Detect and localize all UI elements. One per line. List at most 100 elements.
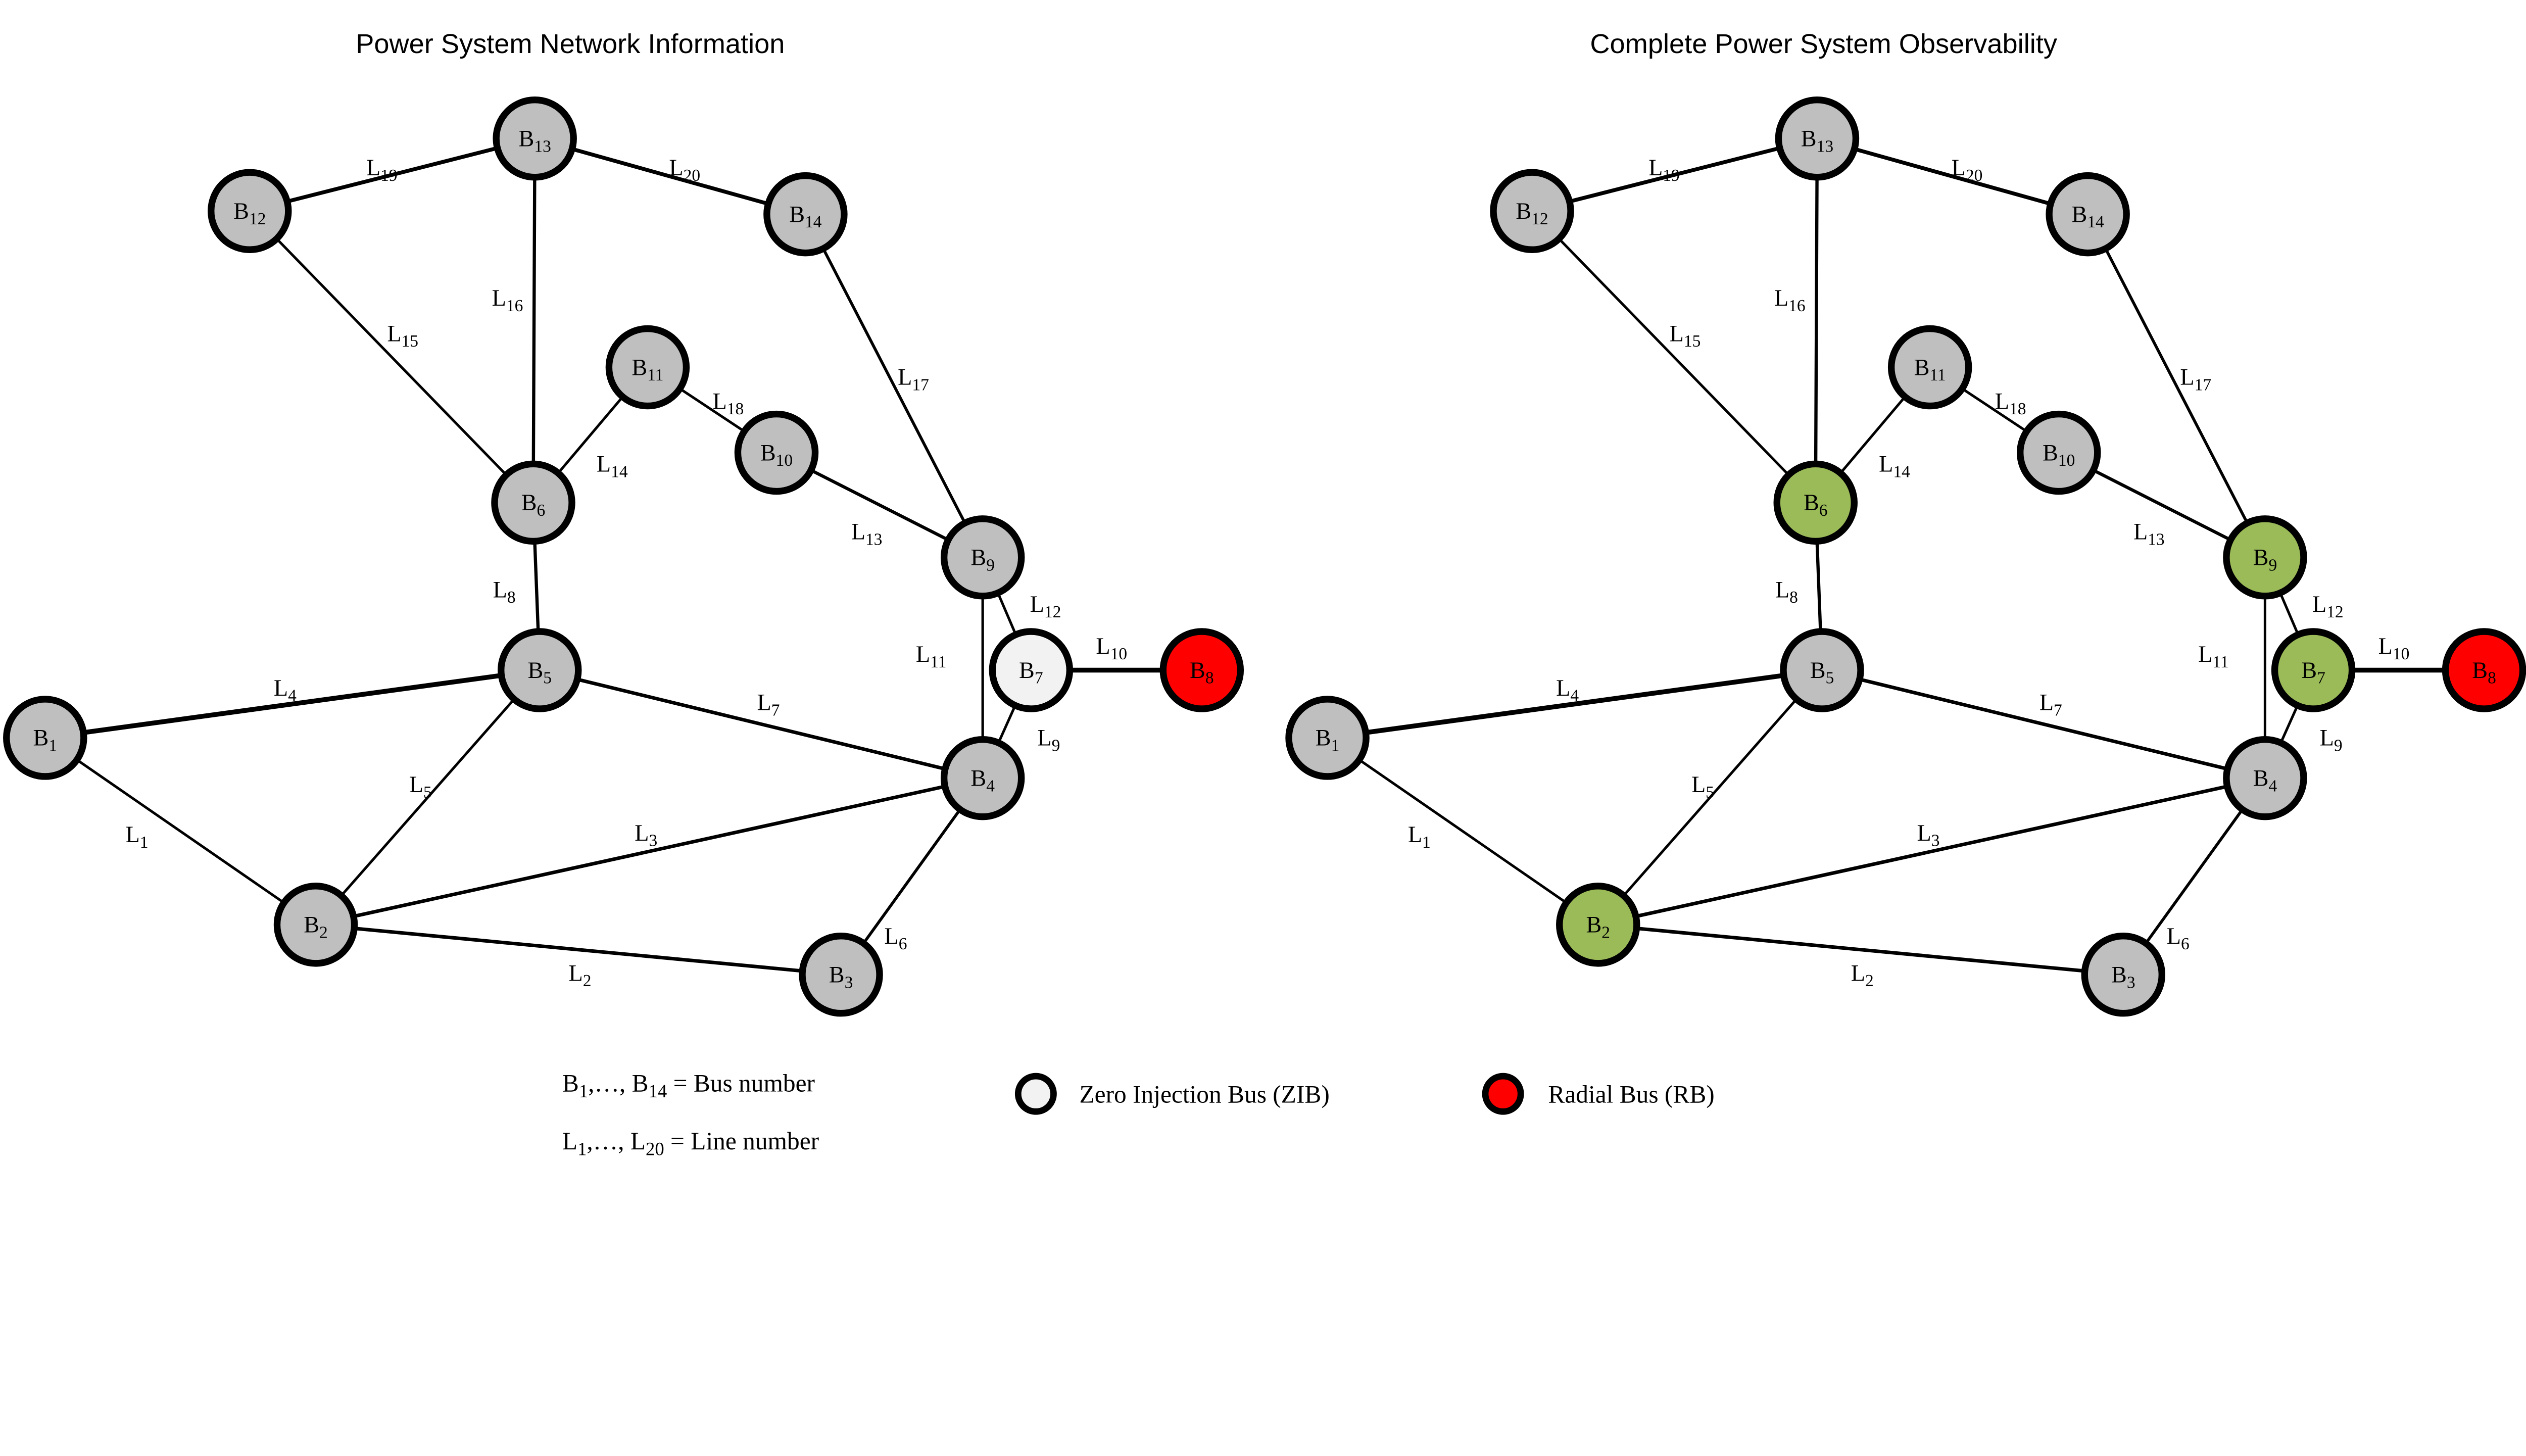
bus-node-B11-left (605, 325, 690, 410)
bus-node-B13-right (1775, 96, 1860, 181)
line-label-L11-right: L11 (2198, 641, 2228, 671)
line-label-L7-right: L7 (2039, 690, 2062, 720)
bus-label-B4-right: B4 (2253, 765, 2277, 795)
rb-legend-icon (1482, 1073, 1524, 1115)
bus-node-B5-left (498, 628, 582, 712)
transmission-line-L19-left (249, 136, 536, 213)
line-label-L10-left: L10 (1096, 633, 1127, 663)
line-label-L4-right: L4 (1556, 675, 1579, 705)
bus-label-B10-left: B10 (760, 440, 793, 470)
legend-bus-number-note: B1,…, B14 = Bus number (562, 1069, 815, 1101)
bus-node-B2-left (273, 883, 358, 967)
line-label-L7-left: L7 (757, 690, 780, 720)
transmission-line-L7-left (539, 668, 983, 780)
bus-node-B3-right (2081, 932, 2166, 1017)
bus-node-B12-right (1490, 169, 1574, 253)
line-label-L14-left: L14 (597, 451, 628, 481)
line-label-L4-left: L4 (274, 675, 297, 705)
bus-label-B7-right: B7 (2301, 657, 2325, 688)
line-label-L5-right: L5 (1691, 771, 1714, 802)
transmission-line-L2-right (1597, 923, 2124, 977)
line-label-L3-right: L3 (1917, 820, 1939, 850)
rb-legend-label: Radial Bus (RB) (1548, 1081, 1714, 1108)
bus-label-B6-right: B6 (1804, 490, 1828, 520)
transmission-line-L7-right (1821, 668, 2266, 780)
bus-label-B5-left: B5 (527, 657, 552, 688)
line-label-L14-right: L14 (1879, 451, 1910, 481)
line-label-L1-right: L1 (1408, 821, 1431, 852)
bus-label-B14-right: B14 (2072, 201, 2105, 231)
transmission-line-L15-left (249, 210, 535, 504)
line-label-L12-right: L12 (2312, 591, 2344, 621)
line-label-L19-right: L19 (1648, 155, 1680, 185)
bus-label-B9-right: B9 (2253, 545, 2277, 575)
bus-node-B13-left (493, 96, 577, 181)
line-label-L5-left: L5 (409, 771, 432, 802)
power-system-diagram: Power System Network Information Complet… (3, 29, 2526, 1159)
line-label-L15-right: L15 (1670, 320, 1701, 351)
line-label-L9-right: L9 (2320, 725, 2343, 755)
transmission-line-L3-left (315, 776, 983, 927)
bus-node-B2-right (1556, 883, 1640, 967)
bus-label-B12-left: B12 (233, 198, 266, 228)
bus-label-B11-right: B11 (1914, 354, 1946, 384)
transmission-line-L5-left (315, 669, 541, 926)
bus-label-B2-right: B2 (1586, 912, 1610, 942)
line-label-L10-right: L10 (2378, 633, 2410, 663)
bus-node-B9-left (940, 515, 1025, 600)
bus-node-B12-left (208, 169, 292, 253)
bus-label-B5-right: B5 (1810, 657, 1834, 688)
bus-node-B4-right (2223, 736, 2307, 820)
line-label-L11-left: L11 (916, 641, 946, 671)
transmission-line-L16-right (1814, 138, 1819, 503)
bus-label-B8-left: B8 (1190, 657, 1214, 688)
line-label-L3-left: L3 (635, 820, 657, 850)
bus-node-B4-left (940, 736, 1025, 820)
line-label-L18-left: L18 (712, 388, 744, 418)
zib-legend-label: Zero Injection Bus (ZIB) (1079, 1081, 1329, 1108)
bus-node-B7-right (2271, 628, 2356, 712)
network-diagram-right: L1L2L3L4L5L6L7L8L9L10L11L12L13L14L15L16L… (1285, 96, 2526, 1017)
bus-node-B6-left (491, 460, 575, 545)
bus-node-B5-right (1780, 628, 1864, 712)
network-diagram-left: L1L2L3L4L5L6L7L8L9L10L11L12L13L14L15L16L… (3, 96, 1244, 1017)
bus-node-B1-left (3, 696, 87, 780)
transmission-line-L20-right (1816, 136, 2088, 216)
transmission-line-L17-left (804, 213, 984, 558)
line-label-L20-right: L20 (1952, 155, 1983, 185)
bus-label-B2-left: B2 (304, 912, 328, 942)
left-diagram-title: Power System Network Information (356, 29, 785, 59)
bus-label-B7-left: B7 (1019, 657, 1043, 688)
line-label-L17-right: L17 (2180, 364, 2211, 394)
transmission-line-L19-right (1531, 136, 1818, 213)
line-label-L20-left: L20 (669, 155, 700, 185)
bus-label-B9-left: B9 (970, 545, 995, 575)
bus-label-B6-left: B6 (521, 490, 546, 520)
transmission-line-L5-right (1597, 669, 1823, 926)
legend-line-number-note: L1,…, L20 = Line number (562, 1127, 819, 1159)
transmission-line-L20-left (534, 136, 806, 216)
bus-node-B10-left (734, 410, 819, 495)
bus-node-B3-left (799, 932, 883, 1017)
bus-label-B1-left: B1 (33, 725, 58, 755)
transmission-line-L4-left (44, 667, 540, 741)
line-label-L9-left: L9 (1037, 725, 1060, 755)
bus-label-B11-left: B11 (632, 354, 663, 384)
right-diagram-title: Complete Power System Observability (1590, 29, 2057, 59)
bus-node-B6-right (1773, 460, 1858, 545)
transmission-line-L1-right (1327, 737, 1599, 926)
bus-node-B1-right (1285, 696, 1370, 780)
bus-label-B3-left: B3 (829, 962, 853, 992)
transmission-line-L3-right (1597, 776, 2266, 927)
bus-node-B10-right (2017, 410, 2101, 495)
line-label-L8-left: L8 (493, 576, 516, 607)
zib-legend-icon (1014, 1073, 1057, 1115)
line-label-L15-left: L15 (387, 320, 418, 351)
transmission-line-L4-right (1327, 667, 1823, 741)
line-label-L16-left: L16 (492, 285, 523, 315)
bus-label-B10-right: B10 (2043, 440, 2075, 470)
bus-node-B11-right (1887, 325, 1972, 410)
line-label-L8-right: L8 (1775, 576, 1798, 607)
bus-node-B8-right (2442, 628, 2526, 712)
